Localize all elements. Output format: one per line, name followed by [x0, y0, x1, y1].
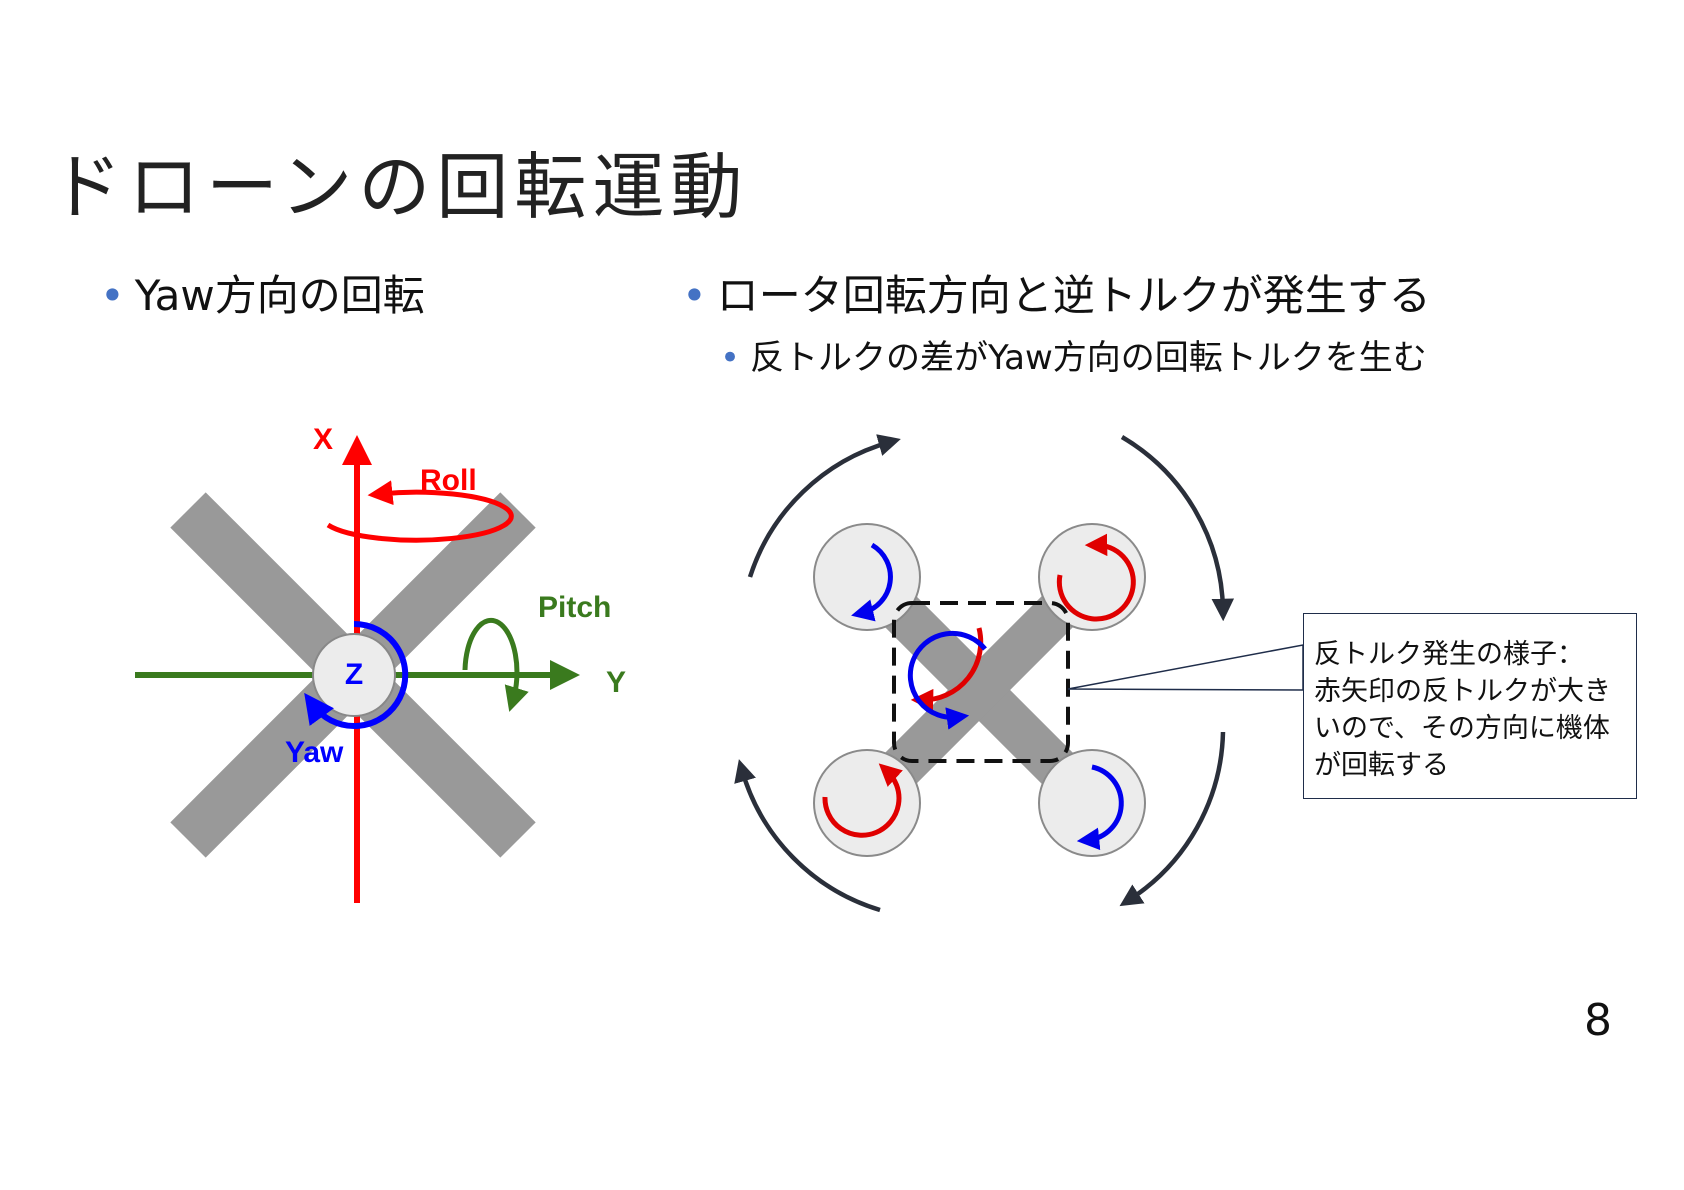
- rotor-spin-arrow: [851, 542, 893, 622]
- rotor-rear-left: [813, 749, 921, 857]
- bullet-dot: •: [720, 338, 741, 378]
- net-rotor-torque-arrow: [907, 630, 987, 730]
- rotor-front-left: [813, 523, 921, 631]
- rotor-reaction-arrow: [1056, 533, 1136, 622]
- body-rotation-arrow: [1119, 731, 1226, 907]
- yaw-label: Yaw: [285, 736, 344, 769]
- callout-pointer: [1067, 644, 1304, 691]
- slide-title: ドローンの回転運動: [50, 145, 749, 229]
- body-rotation-arrow: [1120, 435, 1235, 622]
- callout-line: が回転する: [1314, 750, 1449, 781]
- rotor-rear-right: [1038, 749, 1146, 857]
- z-axis-label: Z: [345, 658, 363, 691]
- pitch-label: Pitch: [538, 591, 611, 624]
- y-axis-label: Y: [606, 666, 626, 699]
- bullet-text: 反トルクの差がYaw方向の回転トルクを生む: [750, 338, 1427, 378]
- reaction-torque-diagram: [734, 434, 1304, 913]
- bullet-dot: •: [682, 271, 707, 320]
- rotor-spin-arrow: [1076, 764, 1124, 851]
- bullet-yaw-rotation: •Yaw方向の回転: [100, 262, 425, 323]
- axes-diagram: X Roll Pitch Y Z Yaw: [135, 423, 626, 903]
- bullet-text: ロータ回転方向と逆トルクが発生する: [716, 271, 1431, 320]
- rotor-front-right: [1038, 523, 1146, 631]
- torque-callout: 反トルク発生の様子： 赤矢印の反トルクが大き いので、その方向に機体 が回転する: [1303, 613, 1637, 799]
- body-rotation-arrow: [747, 434, 901, 578]
- page-number: 8: [1584, 995, 1612, 1046]
- bullet-reaction-torque: •ロータ回転方向と逆トルクが発生する: [682, 262, 1431, 323]
- roll-label: Roll: [420, 464, 477, 497]
- body-rotation-arrow: [734, 759, 881, 913]
- center-highlight-box: [892, 601, 1070, 763]
- x-axis-label: X: [313, 423, 333, 456]
- rotor-reaction-arrow: [822, 763, 903, 838]
- yaw-rotation-arrow: [304, 620, 409, 729]
- bullet-text: Yaw方向の回転: [134, 271, 425, 320]
- callout-line: いので、その方向に機体: [1314, 713, 1610, 744]
- pitch-rotation-arrow: [462, 617, 529, 712]
- roll-rotation-arrow: [326, 480, 514, 543]
- callout-line: 赤矢印の反トルクが大き: [1314, 676, 1611, 707]
- sub-bullet-torque-difference: •反トルクの差がYaw方向の回転トルクを生む: [720, 330, 1427, 379]
- bullet-dot: •: [100, 271, 125, 320]
- callout-line: 反トルク発生の様子：: [1314, 639, 1584, 670]
